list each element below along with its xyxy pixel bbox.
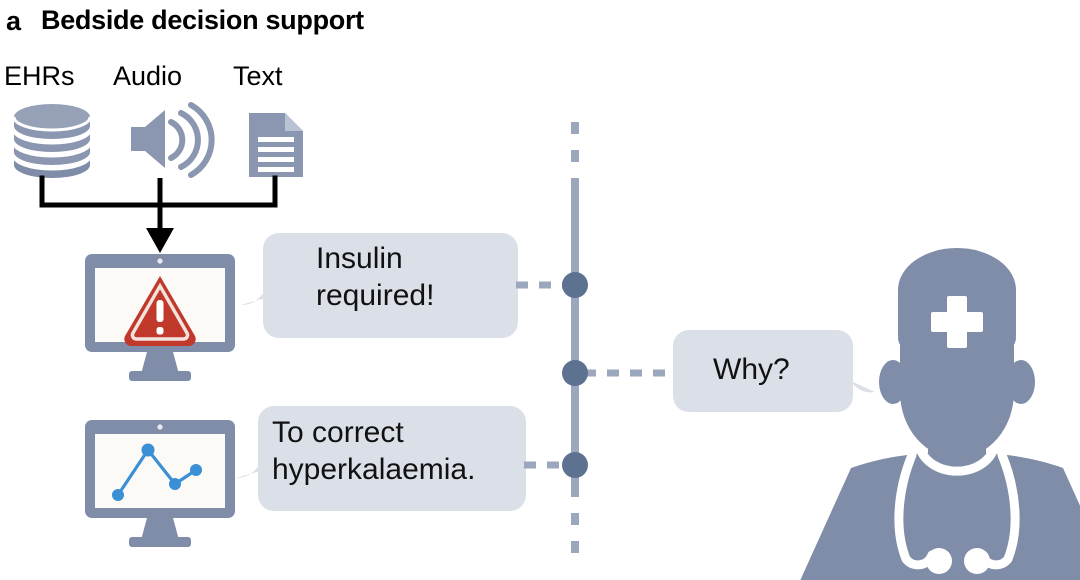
panel-title: Bedside decision support	[41, 5, 364, 35]
source-label-text: Text	[233, 61, 283, 91]
chart-monitor	[85, 420, 235, 547]
bubble-text-why: Why?	[713, 353, 790, 386]
line-chart-icon	[112, 443, 202, 501]
doctor-avatar-icon	[800, 248, 1080, 580]
database-icon	[12, 104, 92, 178]
warning-triangle-icon	[124, 276, 196, 346]
document-icon	[249, 113, 303, 177]
bubble-text-hyperkalaemia: To correct hyperkalaemia.	[272, 416, 476, 486]
source-label-audio: Audio	[113, 61, 183, 91]
speech-bubble-insulin[interactable]	[241, 233, 518, 338]
medical-cross-icon	[931, 296, 983, 348]
timeline-node-1[interactable]	[562, 272, 588, 298]
bubble-text-insulin: Insulin required!	[316, 242, 435, 312]
timeline	[516, 122, 676, 562]
speech-bubble-why[interactable]	[673, 330, 875, 412]
speech-bubble-hyperkalaemia[interactable]	[236, 406, 526, 511]
alert-monitor	[85, 254, 235, 381]
panel-letter: a	[6, 6, 21, 36]
stethoscope-icon	[894, 450, 1020, 574]
timeline-node-2[interactable]	[562, 360, 588, 386]
timeline-node-3[interactable]	[562, 452, 588, 478]
source-connector-bracket	[39, 175, 278, 253]
source-label-ehrs: EHRs	[4, 61, 75, 91]
speaker-icon	[131, 102, 215, 178]
